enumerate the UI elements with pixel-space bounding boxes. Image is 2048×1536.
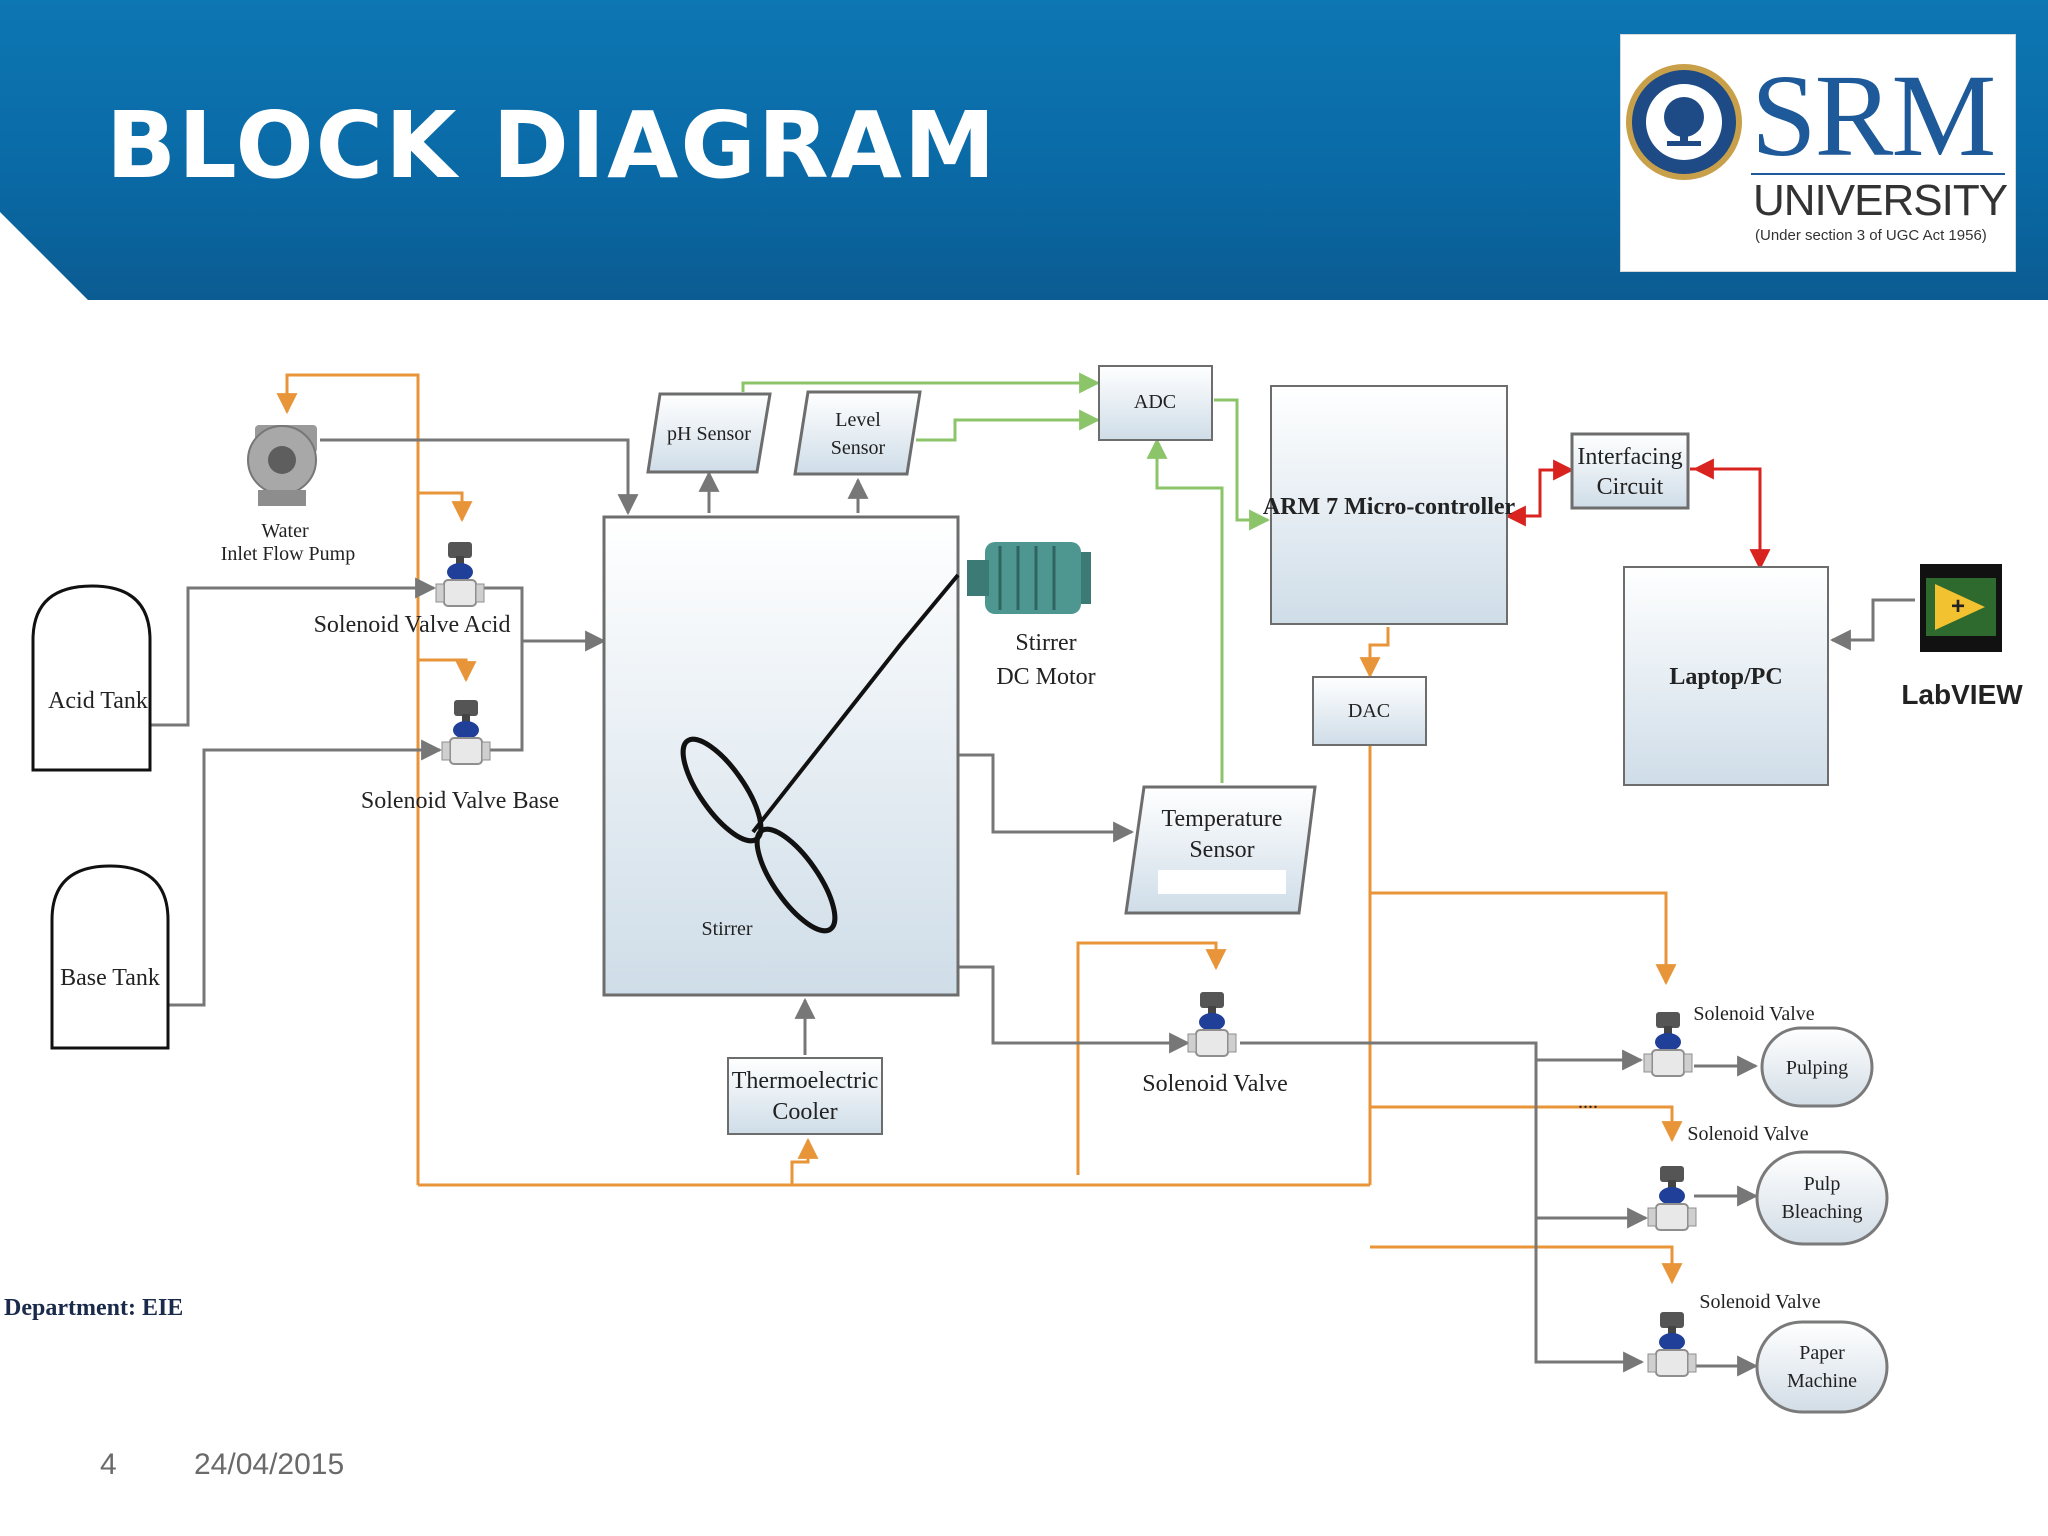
process-tank: Stirrer	[602, 515, 960, 997]
stirrer-shaft	[751, 573, 960, 834]
level-to-adc-line	[916, 409, 1101, 442]
adc-to-mcu-line	[1214, 398, 1271, 531]
dac-input-line	[1359, 627, 1390, 679]
interfacing-label-line1: Interfacing	[1577, 444, 1682, 470]
thermoelectric-cooler-block: Thermoelectric Cooler	[727, 1057, 883, 1135]
acid-valve-label: Solenoid Valve Acid	[314, 612, 511, 638]
logo-note: (Under section 3 of UGC Act 1956)	[1755, 227, 1987, 244]
cooler-label-line2: Cooler	[772, 1099, 837, 1125]
page-number: 4	[100, 1448, 117, 1481]
temperature-sensor-label-line1: Temperature	[1162, 806, 1283, 832]
university-seal-icon	[1626, 64, 1742, 180]
ph-sensor-block: pH Sensor	[646, 392, 772, 474]
more-valves-ellipsis: ....	[1578, 1091, 1598, 1113]
ph-to-adc-line	[741, 372, 1101, 394]
water-pump-icon	[247, 425, 317, 506]
base-valve-label: Solenoid Valve Base	[361, 788, 559, 814]
base-pipe	[168, 739, 443, 1007]
adc-block: ADC	[1098, 365, 1213, 441]
level-sensor-label-line2: Sensor	[831, 437, 886, 459]
pump-control-line	[276, 373, 420, 1185]
valve-3-label: Solenoid Valve	[1699, 1291, 1820, 1313]
main-distribution-pipe	[1240, 1041, 1645, 1373]
laptop-label: Laptop/PC	[1669, 664, 1782, 690]
logo-name: SRM	[1751, 50, 1996, 181]
paper-machine-label-line1: Paper	[1799, 1342, 1845, 1364]
slide-title: BLOCK DIAGRAM	[106, 92, 998, 199]
microcontroller-block: ARM 7 Micro-controller	[1263, 385, 1516, 625]
valves-to-tank-pipe	[490, 630, 607, 752]
motor-label-line1: Stirrer	[1015, 630, 1076, 656]
slide-date: 24/04/2015	[194, 1448, 345, 1481]
valve-3-control-line	[1370, 1245, 1683, 1285]
department-label: Department: EIE	[4, 1295, 184, 1321]
laptop-block: Laptop/PC	[1623, 566, 1829, 786]
base-tank-label: Base Tank	[60, 965, 160, 991]
pulp-bleaching-label-line1: Pulp	[1804, 1173, 1841, 1195]
acid-tank-label: Acid Tank	[48, 688, 148, 714]
level-sensor-block: Level Sensor	[793, 390, 922, 476]
cooler-control-line	[790, 1137, 819, 1185]
logo-divider	[1751, 173, 2005, 175]
pulping-output: Pulping	[1760, 1026, 1874, 1108]
stirrer-blade-lower	[754, 826, 838, 934]
pulp-bleaching-label-line2: Bleaching	[1781, 1201, 1862, 1223]
dac-label: DAC	[1348, 700, 1390, 722]
labview-plus-glyph: +	[1951, 593, 1965, 620]
paper-machine-label-line2: Machine	[1787, 1370, 1857, 1392]
cooler-label-line1: Thermoelectric	[732, 1068, 879, 1094]
main-valve-control-line	[1076, 941, 1227, 1175]
level-sensor-label-line1: Level	[835, 409, 881, 431]
tank-to-temperature-line	[958, 753, 1135, 843]
motor-label-line2: DC Motor	[996, 664, 1095, 690]
valve-1-control-line	[1370, 891, 1677, 986]
acid-pipe	[150, 577, 437, 727]
base-solenoid-valve-icon	[441, 699, 491, 765]
acid-valve-control-line	[418, 491, 473, 523]
pump-to-tank-pipe	[320, 438, 639, 516]
logo-subtitle: UNIVERSITY	[1753, 176, 2008, 225]
valve-2-label: Solenoid Valve	[1687, 1123, 1808, 1145]
interfacing-label-line2: Circuit	[1597, 474, 1664, 500]
valve-2-control-line	[1370, 1105, 1683, 1143]
ph-sensor-label: pH Sensor	[667, 423, 751, 445]
valve-1-label: Solenoid Valve	[1693, 1003, 1814, 1025]
base-valve-control-line	[418, 658, 477, 683]
labview-to-laptop-line	[1829, 598, 1915, 651]
dc-motor-icon	[967, 542, 1091, 614]
pump-label-line2: Inlet Flow Pump	[221, 543, 355, 565]
solenoid-valve-1-icon	[1643, 1011, 1693, 1077]
labview-icon: +	[1920, 564, 2002, 652]
solenoid-valve-3-icon	[1647, 1311, 1697, 1377]
interfacing-circuit-block: Interfacing Circuit	[1570, 432, 1690, 510]
interface-to-mcu-link	[1504, 468, 1572, 527]
solenoid-valve-2-icon	[1647, 1165, 1697, 1231]
stirrer-label: Stirrer	[701, 918, 752, 940]
tank-to-valve-pipe	[958, 965, 1191, 1054]
pulp-bleaching-output: Pulp Bleaching	[1755, 1150, 1889, 1246]
temperature-display	[1158, 870, 1286, 894]
base-tank: Base Tank	[50, 864, 170, 1050]
paper-machine-output: Paper Machine	[1755, 1320, 1889, 1414]
microcontroller-label: ARM 7 Micro-controller	[1263, 494, 1516, 520]
university-logo: SRM UNIVERSITY (Under section 3 of UGC A…	[1620, 34, 2016, 272]
interface-to-laptop-link	[1690, 467, 1771, 571]
acid-valve-out-pipe	[484, 586, 524, 641]
acid-solenoid-valve-icon	[435, 541, 485, 607]
temperature-to-adc-line	[1146, 437, 1224, 783]
pump-label-line1: Water	[261, 520, 309, 542]
main-valve-label: Solenoid Valve	[1142, 1071, 1288, 1097]
temperature-sensor-block: Temperature Sensor	[1124, 785, 1317, 915]
pulping-label: Pulping	[1786, 1057, 1848, 1079]
dac-block: DAC	[1312, 676, 1427, 746]
temperature-sensor-label-line2: Sensor	[1189, 837, 1254, 863]
acid-tank: Acid Tank	[31, 584, 152, 772]
labview-label: LabVIEW	[1901, 679, 2023, 710]
adc-label: ADC	[1134, 391, 1176, 413]
main-solenoid-valve-icon	[1187, 991, 1237, 1057]
